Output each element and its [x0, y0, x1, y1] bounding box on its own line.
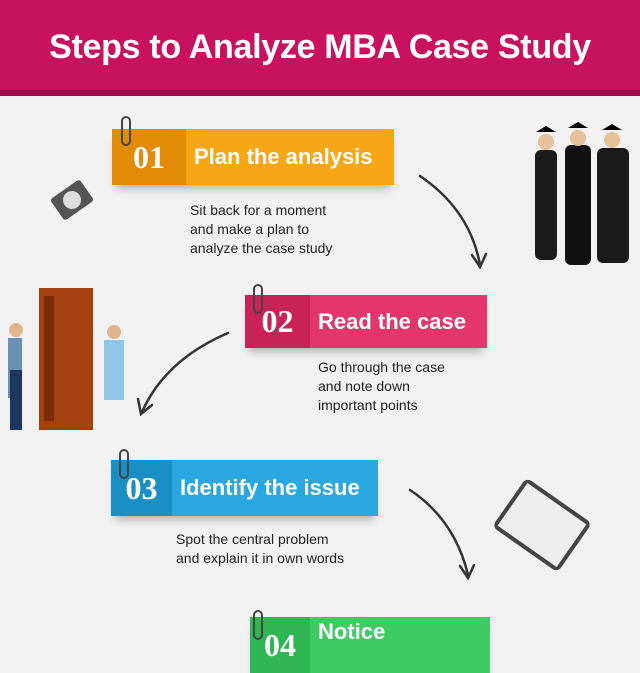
- description-line: Go through the case: [318, 359, 445, 375]
- step-number: 01: [112, 129, 186, 185]
- curved-arrow-icon: [418, 174, 488, 270]
- page-title: Steps to Analyze MBA Case Study: [49, 28, 591, 66]
- paperclip-icon: [119, 449, 129, 479]
- curved-arrow-icon: [408, 488, 476, 581]
- notebook-icon: [494, 479, 590, 571]
- step-title: Read the case: [318, 308, 466, 334]
- paperclip-icon: [253, 284, 263, 314]
- description-line: Spot the central problem: [176, 531, 329, 547]
- step-description: Go through the case and note down import…: [318, 358, 445, 415]
- step-2: 02 Read the case: [245, 295, 487, 348]
- description-line: and make a plan to: [190, 221, 310, 237]
- paperclip-icon: [121, 116, 131, 146]
- paperclip-icon: [253, 610, 263, 640]
- header-banner: Steps to Analyze MBA Case Study: [0, 0, 640, 96]
- description-line: and explain it in own words: [176, 550, 345, 566]
- description-line: analyze the case study: [190, 240, 333, 256]
- step-title: Notice: [318, 619, 386, 644]
- bookshelf-illustration: [8, 288, 124, 430]
- description-line: important points: [318, 397, 418, 413]
- step-3: 03 Identify the issue: [111, 460, 378, 516]
- hard-disk-icon: [50, 180, 94, 220]
- step-description: Sit back for a moment and make a plan to…: [190, 201, 332, 258]
- decorations: [8, 122, 629, 581]
- description-line: and note down: [318, 378, 410, 394]
- step-4: 04 Notice: [250, 617, 490, 673]
- step-title: Plan the analysis: [194, 144, 373, 169]
- step-title: Identify the issue: [180, 475, 360, 500]
- step-number: 02: [245, 295, 310, 348]
- step-description: Spot the central problem and explain it …: [176, 530, 344, 568]
- description-line: Sit back for a moment: [190, 202, 327, 218]
- graduates-illustration: [535, 122, 629, 265]
- step-number: 03: [111, 460, 172, 516]
- step-1: 01 Plan the analysis: [112, 129, 394, 185]
- curved-arrow-icon: [136, 331, 230, 417]
